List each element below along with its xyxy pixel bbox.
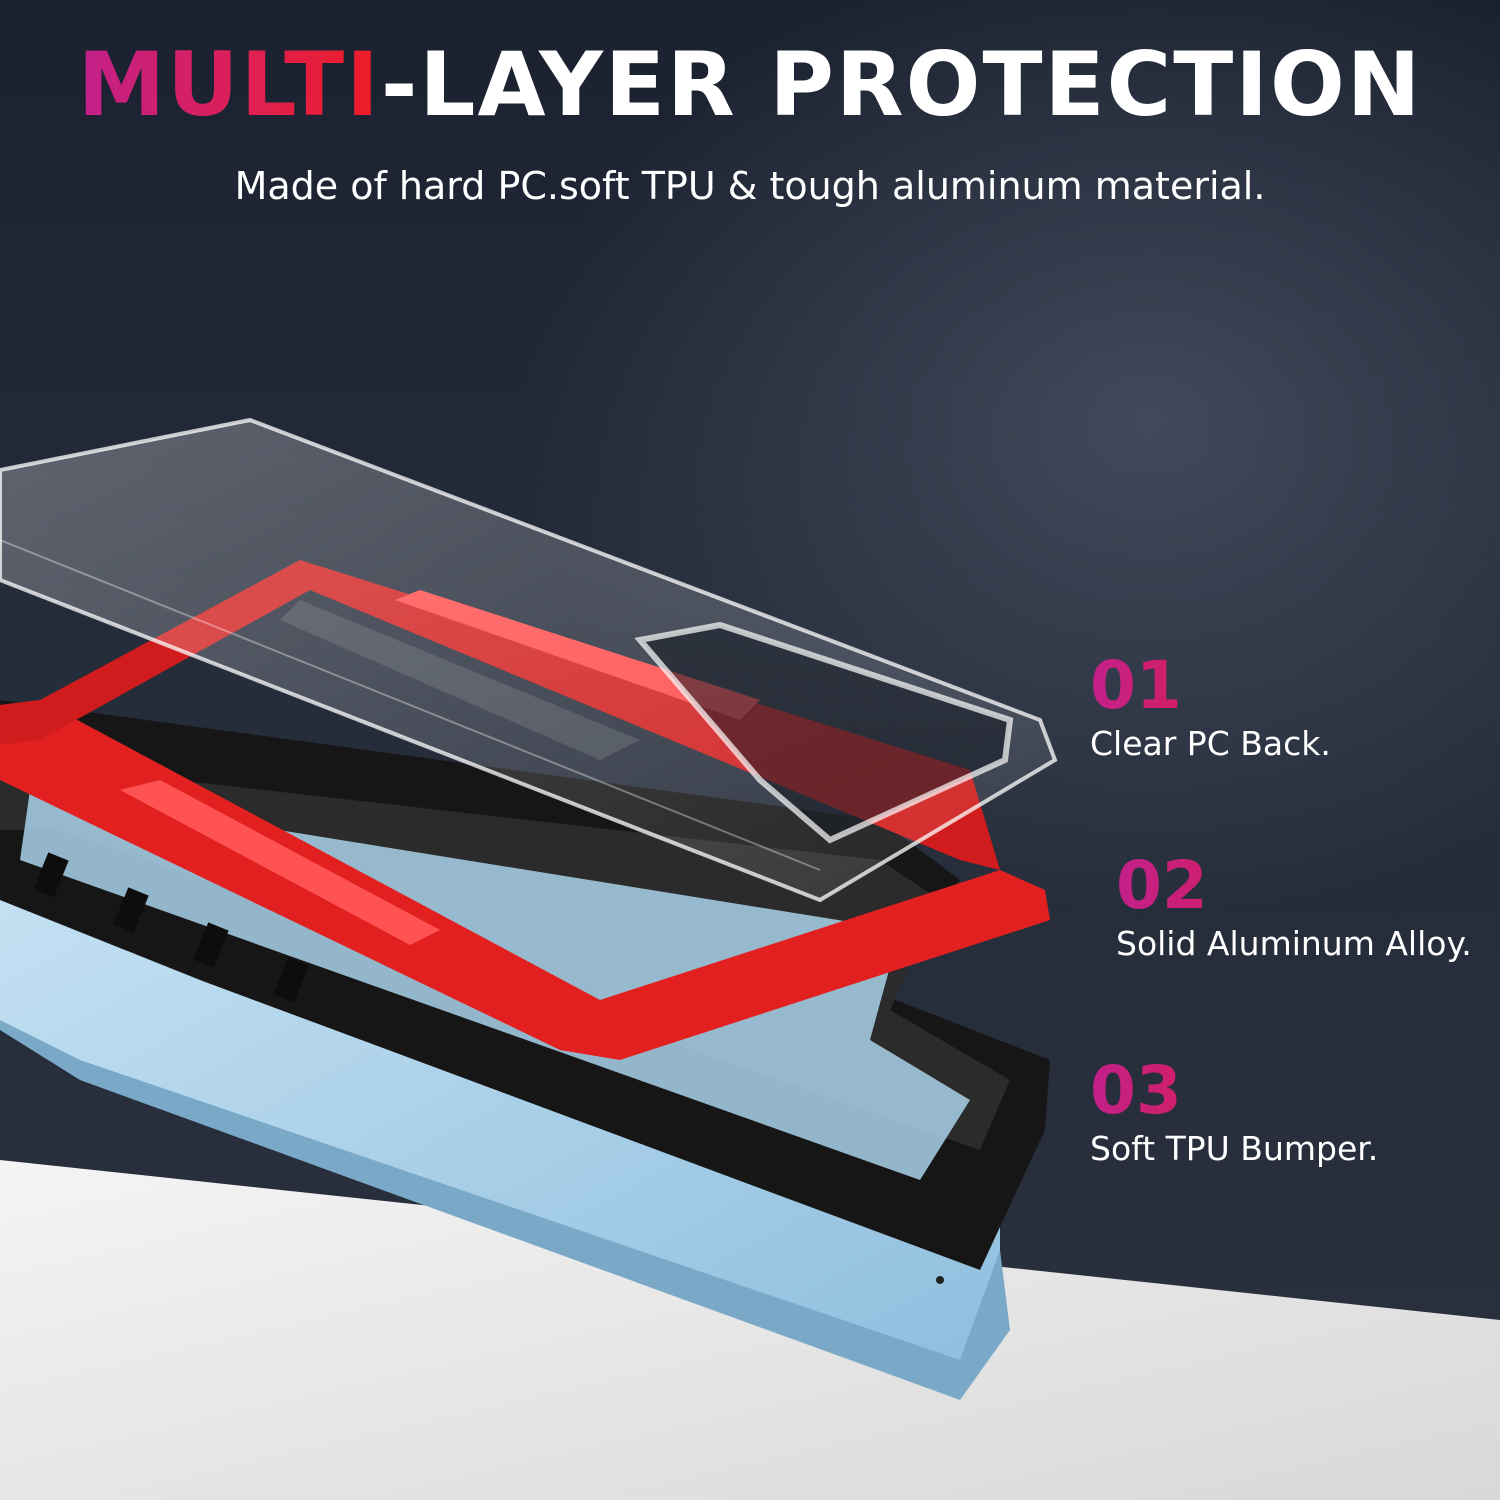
subtitle: Made of hard PC.soft TPU & tough aluminu…	[234, 164, 1266, 208]
clear-pc-back	[0, 417, 1058, 903]
headline-accent: MULTI	[77, 33, 381, 136]
feature-clear-pc-back: 01 Clear PC Back.	[1090, 650, 1331, 766]
feature-number: 01	[1090, 650, 1331, 722]
feature-number: 03	[1090, 1055, 1378, 1127]
feature-label: Clear PC Back.	[1090, 724, 1331, 763]
headline: MULTI-LAYER PROTECTION	[0, 30, 1500, 140]
headline-rest: -LAYER PROTECTION	[380, 33, 1423, 136]
feature-soft-tpu-bumper: 03 Soft TPU Bumper.	[1090, 1055, 1378, 1171]
feature-label: Soft TPU Bumper.	[1090, 1129, 1379, 1168]
feature-number: 02	[1116, 850, 1472, 922]
feature-solid-aluminum-alloy: 02 Solid Aluminum Alloy.	[1116, 850, 1472, 966]
feature-label: Solid Aluminum Alloy.	[1116, 924, 1472, 963]
